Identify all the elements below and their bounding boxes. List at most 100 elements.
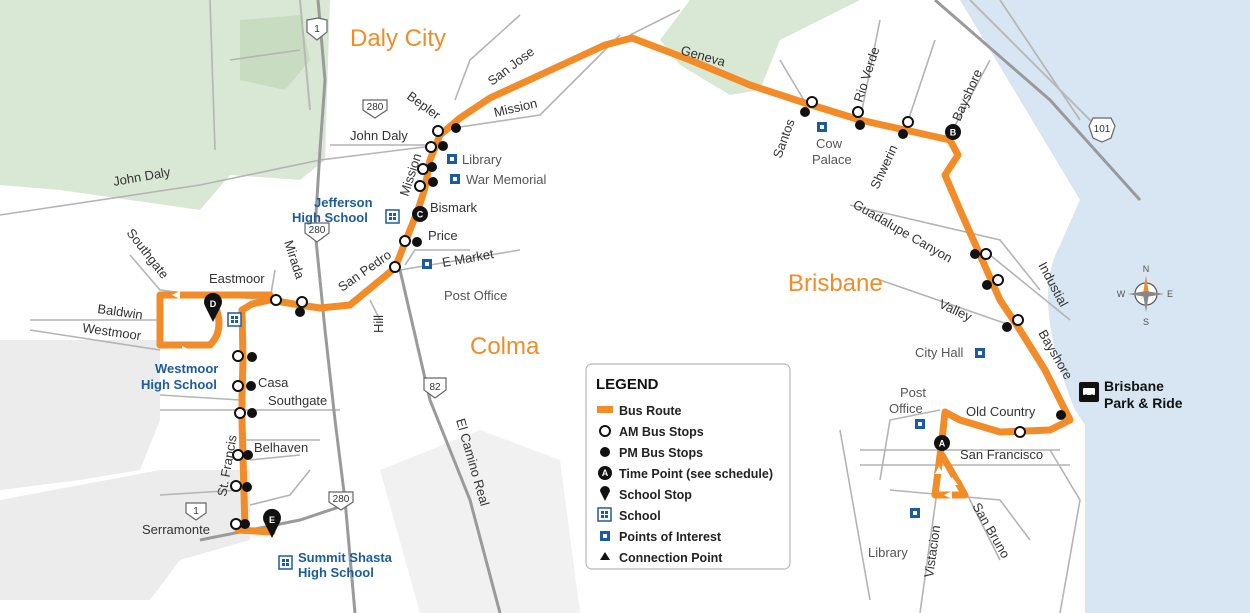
i280-top-shield: 280 bbox=[362, 99, 388, 119]
street-label: San Francisco bbox=[960, 447, 1043, 462]
legend-item-label: School Stop bbox=[619, 488, 692, 502]
poi-library-north[interactable]: Library bbox=[447, 152, 502, 167]
time-point-b[interactable]: B bbox=[945, 124, 961, 140]
compass-s: S bbox=[1143, 317, 1149, 327]
pm-bus-stop[interactable] bbox=[982, 280, 992, 290]
legend-item-label: Bus Route bbox=[619, 404, 682, 418]
am-bus-stop[interactable] bbox=[389, 261, 401, 273]
am-bus-stop[interactable] bbox=[980, 248, 992, 260]
pm-bus-stop[interactable] bbox=[247, 408, 257, 418]
pm-bus-stop[interactable] bbox=[970, 249, 980, 259]
street-label: Bepler bbox=[404, 88, 444, 123]
pm-bus-stop[interactable] bbox=[451, 123, 461, 133]
school-westmoor[interactable]: Westmoor High School bbox=[141, 312, 242, 392]
legend-item-label: AM Bus Stops bbox=[619, 425, 704, 439]
legend-box bbox=[585, 363, 791, 570]
pm-bus-stop[interactable] bbox=[898, 129, 908, 139]
brisbane-park-ride[interactable]: Brisbane Park & Ride bbox=[1079, 378, 1183, 411]
am-bus-stop[interactable] bbox=[230, 518, 242, 530]
poi-city-hall[interactable]: City Hall bbox=[915, 345, 985, 360]
poi-label: Library bbox=[868, 545, 908, 560]
hwy1-top-label: 1 bbox=[314, 24, 320, 35]
time-point-c-circle bbox=[412, 206, 428, 222]
park-area-serramonte bbox=[0, 470, 250, 600]
pm-bus-stop[interactable] bbox=[1056, 410, 1066, 420]
park-area-cemetery bbox=[0, 340, 160, 490]
compass-needle-ew bbox=[1128, 291, 1164, 297]
legend-triangle-icon bbox=[600, 552, 610, 560]
poi-cow-palace[interactable]: Cow Palace bbox=[812, 122, 852, 167]
am-bus-stop[interactable] bbox=[1014, 426, 1026, 438]
poi-war-memorial[interactable]: War Memorial bbox=[450, 172, 547, 187]
street-label: Rio Verde bbox=[851, 45, 883, 104]
school-icon-window bbox=[286, 559, 289, 562]
i280-mid-label: 280 bbox=[309, 225, 326, 236]
hwy82-shield: 82 bbox=[423, 377, 447, 399]
time-point-a[interactable]: A bbox=[934, 435, 950, 451]
poi-icon-inner bbox=[820, 125, 824, 129]
legend: LEGEND Bus Route AM Bus Stops PM Bus Sto… bbox=[585, 363, 791, 570]
pm-bus-stop[interactable] bbox=[295, 307, 305, 317]
am-bus-stop[interactable] bbox=[425, 141, 437, 153]
am-bus-stop[interactable] bbox=[902, 116, 914, 128]
legend-item-label: Time Point (see schedule) bbox=[619, 467, 773, 481]
am-bus-stop[interactable] bbox=[296, 296, 308, 308]
compass-needle-north bbox=[1143, 276, 1149, 294]
street-label: Bayshore bbox=[949, 67, 985, 123]
freeways bbox=[199, 0, 1142, 613]
school-icon-window bbox=[286, 563, 289, 566]
am-bus-stop[interactable] bbox=[806, 96, 818, 108]
pm-bus-stop[interactable] bbox=[247, 352, 257, 362]
i280-bottom-shield: 280 bbox=[328, 491, 354, 511]
school-name: Westmoor bbox=[155, 361, 218, 376]
am-bus-stop[interactable] bbox=[234, 407, 246, 419]
pm-bus-stop[interactable] bbox=[428, 177, 438, 187]
am-bus-stop[interactable] bbox=[399, 235, 411, 247]
am-bus-stop[interactable] bbox=[992, 274, 1004, 286]
pm-bus-stop[interactable] bbox=[1002, 322, 1012, 332]
poi-label: Library bbox=[462, 152, 502, 167]
pm-bus-stop[interactable] bbox=[246, 381, 256, 391]
am-bus-stop[interactable] bbox=[852, 106, 864, 118]
street-label: John Daly bbox=[350, 128, 408, 143]
poi-post-office-brisbane[interactable]: Post Office bbox=[889, 385, 926, 429]
legend-time-point-icon bbox=[598, 466, 612, 480]
poi-post-office-colma[interactable]: Post Office bbox=[422, 259, 507, 303]
poi-label: Office bbox=[889, 401, 923, 416]
pm-bus-stop[interactable] bbox=[800, 107, 810, 117]
schools: Jefferson High School Westmoor High Scho… bbox=[141, 195, 400, 580]
street-label: Serramonte bbox=[142, 522, 210, 537]
poi-icon-inner bbox=[450, 157, 454, 161]
am-bus-stop[interactable] bbox=[270, 294, 282, 306]
am-bus-stop[interactable] bbox=[232, 350, 244, 362]
legend-school-icon-window bbox=[601, 515, 604, 518]
poi-label: War Memorial bbox=[466, 172, 547, 187]
pm-bus-stop[interactable] bbox=[243, 450, 253, 460]
arrow-vistacion-right bbox=[949, 477, 958, 485]
time-point-c-label: C bbox=[417, 210, 424, 220]
am-bus-stop[interactable] bbox=[414, 180, 426, 192]
am-bus-stop[interactable] bbox=[232, 380, 244, 392]
school-jefferson[interactable]: Jefferson High School bbox=[292, 195, 400, 225]
street-label: San Pedro bbox=[335, 247, 394, 295]
time-point-c[interactable]: C bbox=[412, 206, 428, 222]
park-area-north-left bbox=[240, 15, 310, 90]
pm-bus-stop[interactable] bbox=[438, 141, 448, 151]
school-stop-e[interactable]: E bbox=[263, 508, 281, 538]
school-stop-d[interactable]: D bbox=[204, 292, 223, 322]
legend-school-icon-window bbox=[605, 515, 608, 518]
pm-bus-stop[interactable] bbox=[242, 482, 252, 492]
pm-bus-stop[interactable] bbox=[412, 237, 422, 247]
pm-bus-stop[interactable] bbox=[855, 120, 865, 130]
school-name: Jefferson bbox=[314, 195, 373, 210]
poi-label: City Hall bbox=[915, 345, 964, 360]
am-bus-stop[interactable] bbox=[432, 125, 444, 137]
am-bus-stop[interactable] bbox=[230, 480, 242, 492]
poi-library-south[interactable]: Library bbox=[868, 508, 920, 560]
am-bus-stop[interactable] bbox=[1012, 314, 1024, 326]
compass-w: W bbox=[1117, 289, 1126, 299]
street-label: Southgate bbox=[268, 393, 327, 408]
pm-bus-stop[interactable] bbox=[427, 162, 437, 172]
school-summit-shasta[interactable]: Summit Shasta High School bbox=[278, 550, 393, 580]
pm-bus-stop[interactable] bbox=[240, 519, 250, 529]
